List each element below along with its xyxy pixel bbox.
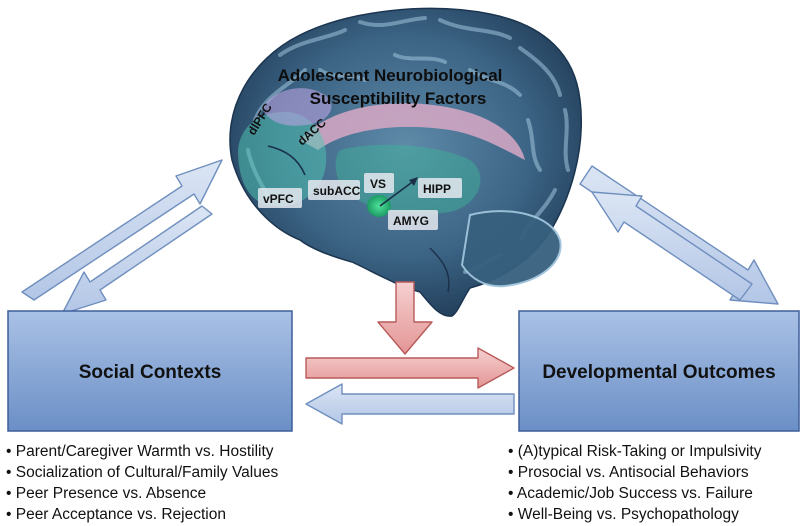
- list-item: • Peer Presence vs. Absence: [6, 485, 207, 502]
- list-item: • Academic/Job Success vs. Failure: [508, 485, 753, 502]
- connection-line-dlpfc: [267, 145, 306, 176]
- list-item: • Prosocial vs. Antisocial Behaviors: [508, 464, 749, 481]
- vpfc-label-bg: [258, 188, 302, 208]
- region-label-subacc: subACC: [313, 184, 361, 198]
- developmental-outcomes-box: Developmental Outcomes: [518, 310, 800, 432]
- brain-title-line1: Adolescent Neurobiological: [278, 66, 503, 85]
- connection-arrowhead: [409, 177, 418, 186]
- amygdala-glow: [367, 195, 391, 217]
- arrow-outcomes-to-social: [305, 383, 515, 425]
- developmental-outcomes-label: Developmental Outcomes: [542, 362, 775, 383]
- region-label-hipp: HIPP: [423, 182, 451, 196]
- cerebellum: [460, 210, 562, 288]
- connection-line-stem: [429, 247, 450, 293]
- developmental-outcomes-list: • (A)typical Risk-Taking or Impulsivity …: [508, 441, 761, 525]
- arrow-social-to-outcomes: [305, 347, 515, 389]
- connection-line-vs-hipp: [379, 179, 416, 207]
- corpus-callosum: [300, 103, 525, 160]
- brain-illustration: dlPFC dACC vPFC subACC VS HIPP AMYG Adol…: [229, 7, 583, 317]
- social-contexts-box: Social Contexts: [7, 310, 293, 432]
- list-item: • Socialization of Cultural/Family Value…: [6, 464, 279, 481]
- region-label-amyg: AMYG: [393, 214, 429, 228]
- arrow-brain-down: [377, 281, 433, 355]
- vs-label-bg: [364, 173, 394, 193]
- hipp-label-bg: [418, 178, 462, 198]
- social-contexts-list: • Parent/Caregiver Warmth vs. Hostility …: [6, 441, 278, 525]
- arrow-outcomes-to-brain: [591, 191, 753, 301]
- list-item: • Peer Acceptance vs. Rejection: [6, 506, 226, 523]
- subacc-label-bg: [308, 180, 360, 200]
- region-label-vpfc: vPFC: [263, 192, 294, 206]
- list-item: • Well-Being vs. Psychopathology: [508, 506, 739, 523]
- list-item: • (A)typical Risk-Taking or Impulsivity: [508, 443, 762, 460]
- arrow-social-to-brain: [21, 159, 223, 301]
- dlpfc-region: [262, 88, 332, 126]
- brain-title-line2: Susceptibility Factors: [310, 89, 487, 108]
- prefrontal-region: [238, 111, 327, 207]
- region-label-vs: VS: [370, 177, 386, 191]
- amyg-label-bg: [388, 210, 438, 230]
- arrow-brain-to-social: [61, 205, 213, 315]
- social-contexts-label: Social Contexts: [79, 362, 222, 383]
- list-item: • Parent/Caregiver Warmth vs. Hostility: [6, 443, 274, 460]
